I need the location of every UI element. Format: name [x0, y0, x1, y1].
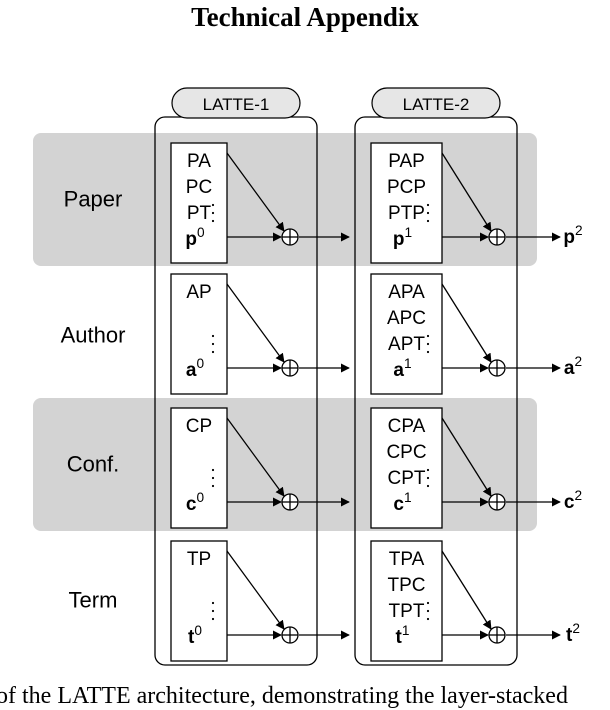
ellipsis-dots	[426, 334, 430, 354]
attention-arrow	[441, 152, 492, 232]
metapath-box	[170, 273, 228, 395]
metapath-box	[370, 540, 443, 662]
aggregate-plus-icon	[488, 228, 506, 246]
layer-label: LATTE-2	[403, 95, 470, 114]
metapath-label: PA	[187, 151, 211, 172]
layer-pill-2	[371, 87, 501, 119]
metapath-label: APC	[387, 308, 426, 329]
row-label: Paper	[64, 187, 123, 212]
input-embedding: a1	[393, 356, 411, 381]
input-embedding: c0	[186, 490, 205, 515]
aggregate-plus-icon	[281, 626, 299, 644]
attention-arrow	[441, 550, 492, 630]
ellipsis-dots	[211, 601, 215, 621]
row-label: Conf.	[67, 452, 120, 477]
metapath-label: PAP	[388, 151, 425, 172]
attention-arrow	[226, 417, 285, 497]
metapath-box	[370, 142, 443, 264]
layer-pill-1	[171, 87, 301, 119]
input-embedding: t0	[188, 623, 202, 648]
ellipsis-dots	[211, 468, 215, 488]
input-embedding: t1	[396, 623, 410, 648]
aggregate-plus-icon	[488, 493, 506, 511]
layer-label: LATTE-1	[203, 95, 270, 114]
metapath-label: PC	[186, 177, 212, 198]
metapath-label: TP	[187, 549, 211, 570]
metapath-label: PTP	[388, 203, 425, 224]
ellipsis-dots	[426, 601, 430, 621]
ellipsis-dots	[211, 203, 215, 223]
input-embedding: a0	[186, 356, 205, 381]
aggregate-plus-icon	[488, 626, 506, 644]
attention-arrow	[226, 283, 285, 363]
metapath-box	[370, 273, 443, 395]
metapath-label: CPC	[386, 442, 426, 463]
ellipsis-dots	[211, 334, 215, 354]
metapath-label: CP	[186, 416, 212, 437]
metapath-label: TPT	[389, 601, 425, 622]
metapath-label: PT	[187, 203, 212, 224]
output-embedding: p2	[563, 223, 582, 248]
attention-arrow	[226, 152, 285, 232]
aggregate-plus-icon	[488, 359, 506, 377]
metapath-label: TPA	[389, 549, 425, 570]
metapath-box	[170, 407, 228, 529]
metapath-label: CPA	[388, 416, 426, 437]
output-embedding: t2	[566, 621, 580, 646]
input-embedding: p0	[185, 225, 205, 250]
page-title: Technical Appendix	[191, 2, 419, 32]
figure-caption: of the LATTE architecture, demonstrating…	[0, 683, 568, 709]
metapath-label: APT	[388, 334, 425, 355]
metapath-label: AP	[186, 282, 211, 303]
attention-arrow	[441, 283, 492, 363]
ellipsis-dots	[426, 203, 430, 223]
attention-arrow	[441, 417, 492, 497]
row-label: Term	[69, 588, 118, 613]
metapath-label: APA	[388, 282, 425, 303]
metapath-label: PCP	[387, 177, 426, 198]
attention-arrow	[226, 550, 285, 630]
ellipsis-dots	[426, 468, 430, 488]
aggregate-plus-icon	[281, 359, 299, 377]
aggregate-plus-icon	[281, 228, 299, 246]
input-embedding: p1	[393, 225, 412, 250]
output-embedding: a2	[564, 354, 582, 379]
output-embedding: c2	[564, 488, 582, 513]
input-embedding: c1	[393, 490, 411, 515]
metapath-box	[370, 407, 443, 529]
metapath-box	[170, 142, 228, 264]
metapath-label: CPT	[388, 468, 426, 489]
row-label: Author	[61, 323, 126, 348]
metapath-box	[170, 540, 228, 662]
metapath-label: TPC	[388, 575, 426, 596]
aggregate-plus-icon	[281, 493, 299, 511]
